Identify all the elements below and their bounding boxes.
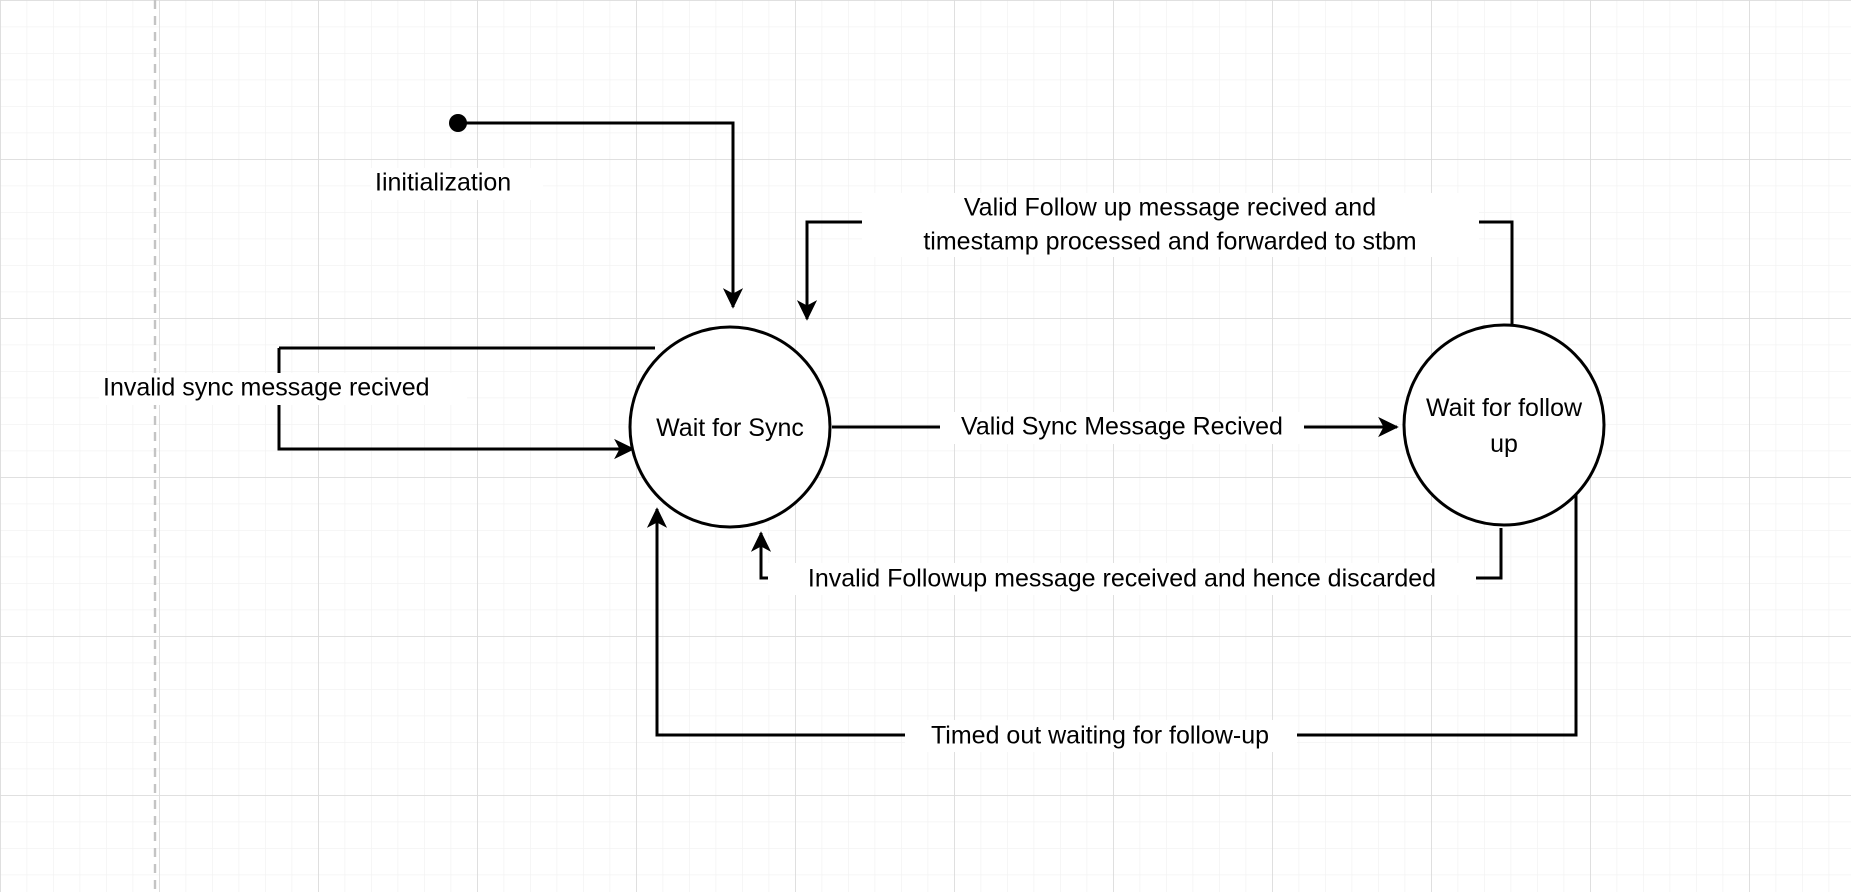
state-wait-for-follow-up-label-line2: up: [1490, 430, 1518, 458]
edge-label-invalid-sync: Invalid sync message recived: [99, 373, 467, 405]
state-wait-for-sync[interactable]: Wait for Sync: [628, 325, 832, 529]
edge-label-invalid-followup-text: Invalid Followup message received and he…: [808, 565, 1436, 593]
edge-label-initialization: Iinitialization: [371, 168, 543, 200]
state-wait-for-follow-up-label-line1: Wait for follow: [1426, 394, 1583, 422]
edge-label-timed-out: Timed out waiting for follow-up: [905, 720, 1297, 752]
state-wait-for-follow-up[interactable]: Wait for follow up: [1402, 323, 1606, 527]
edge-label-valid-followup: Valid Follow up message recived and time…: [862, 193, 1479, 257]
edge-initialization-path: [458, 121, 744, 309]
edge-label-invalid-followup-bg: [768, 563, 1476, 595]
state-wait-for-sync-circle[interactable]: [628, 325, 832, 529]
edge-label-timed-out-bg: [905, 720, 1297, 752]
edge-label-timed-out-text: Timed out waiting for follow-up: [931, 722, 1269, 750]
edge-initialization[interactable]: [458, 121, 744, 309]
edge-label-invalid-sync-text: Invalid sync message recived: [103, 374, 430, 402]
edge-label-initialization-text: Iinitialization: [375, 169, 511, 197]
edge-label-invalid-followup: Invalid Followup message received and he…: [768, 563, 1476, 595]
edge-label-valid-followup-line2: timestamp processed and forwarded to stb…: [923, 228, 1416, 256]
edge-label-invalid-sync-bg: [99, 373, 467, 405]
edge-label-valid-followup-bg: [862, 193, 1479, 257]
edge-label-valid-sync-text: Valid Sync Message Recived: [961, 413, 1283, 441]
edge-label-valid-sync: Valid Sync Message Recived: [940, 412, 1304, 444]
state-wait-for-follow-up-circle[interactable]: [1402, 323, 1606, 527]
edge-label-initialization-bg: [371, 168, 543, 200]
initial-state-dot[interactable]: [449, 114, 467, 132]
state-wait-for-sync-label: Wait for Sync: [656, 414, 804, 442]
edge-label-valid-followup-line1: Valid Follow up message recived and: [964, 194, 1376, 222]
edge-label-valid-sync-bg: [940, 412, 1304, 444]
